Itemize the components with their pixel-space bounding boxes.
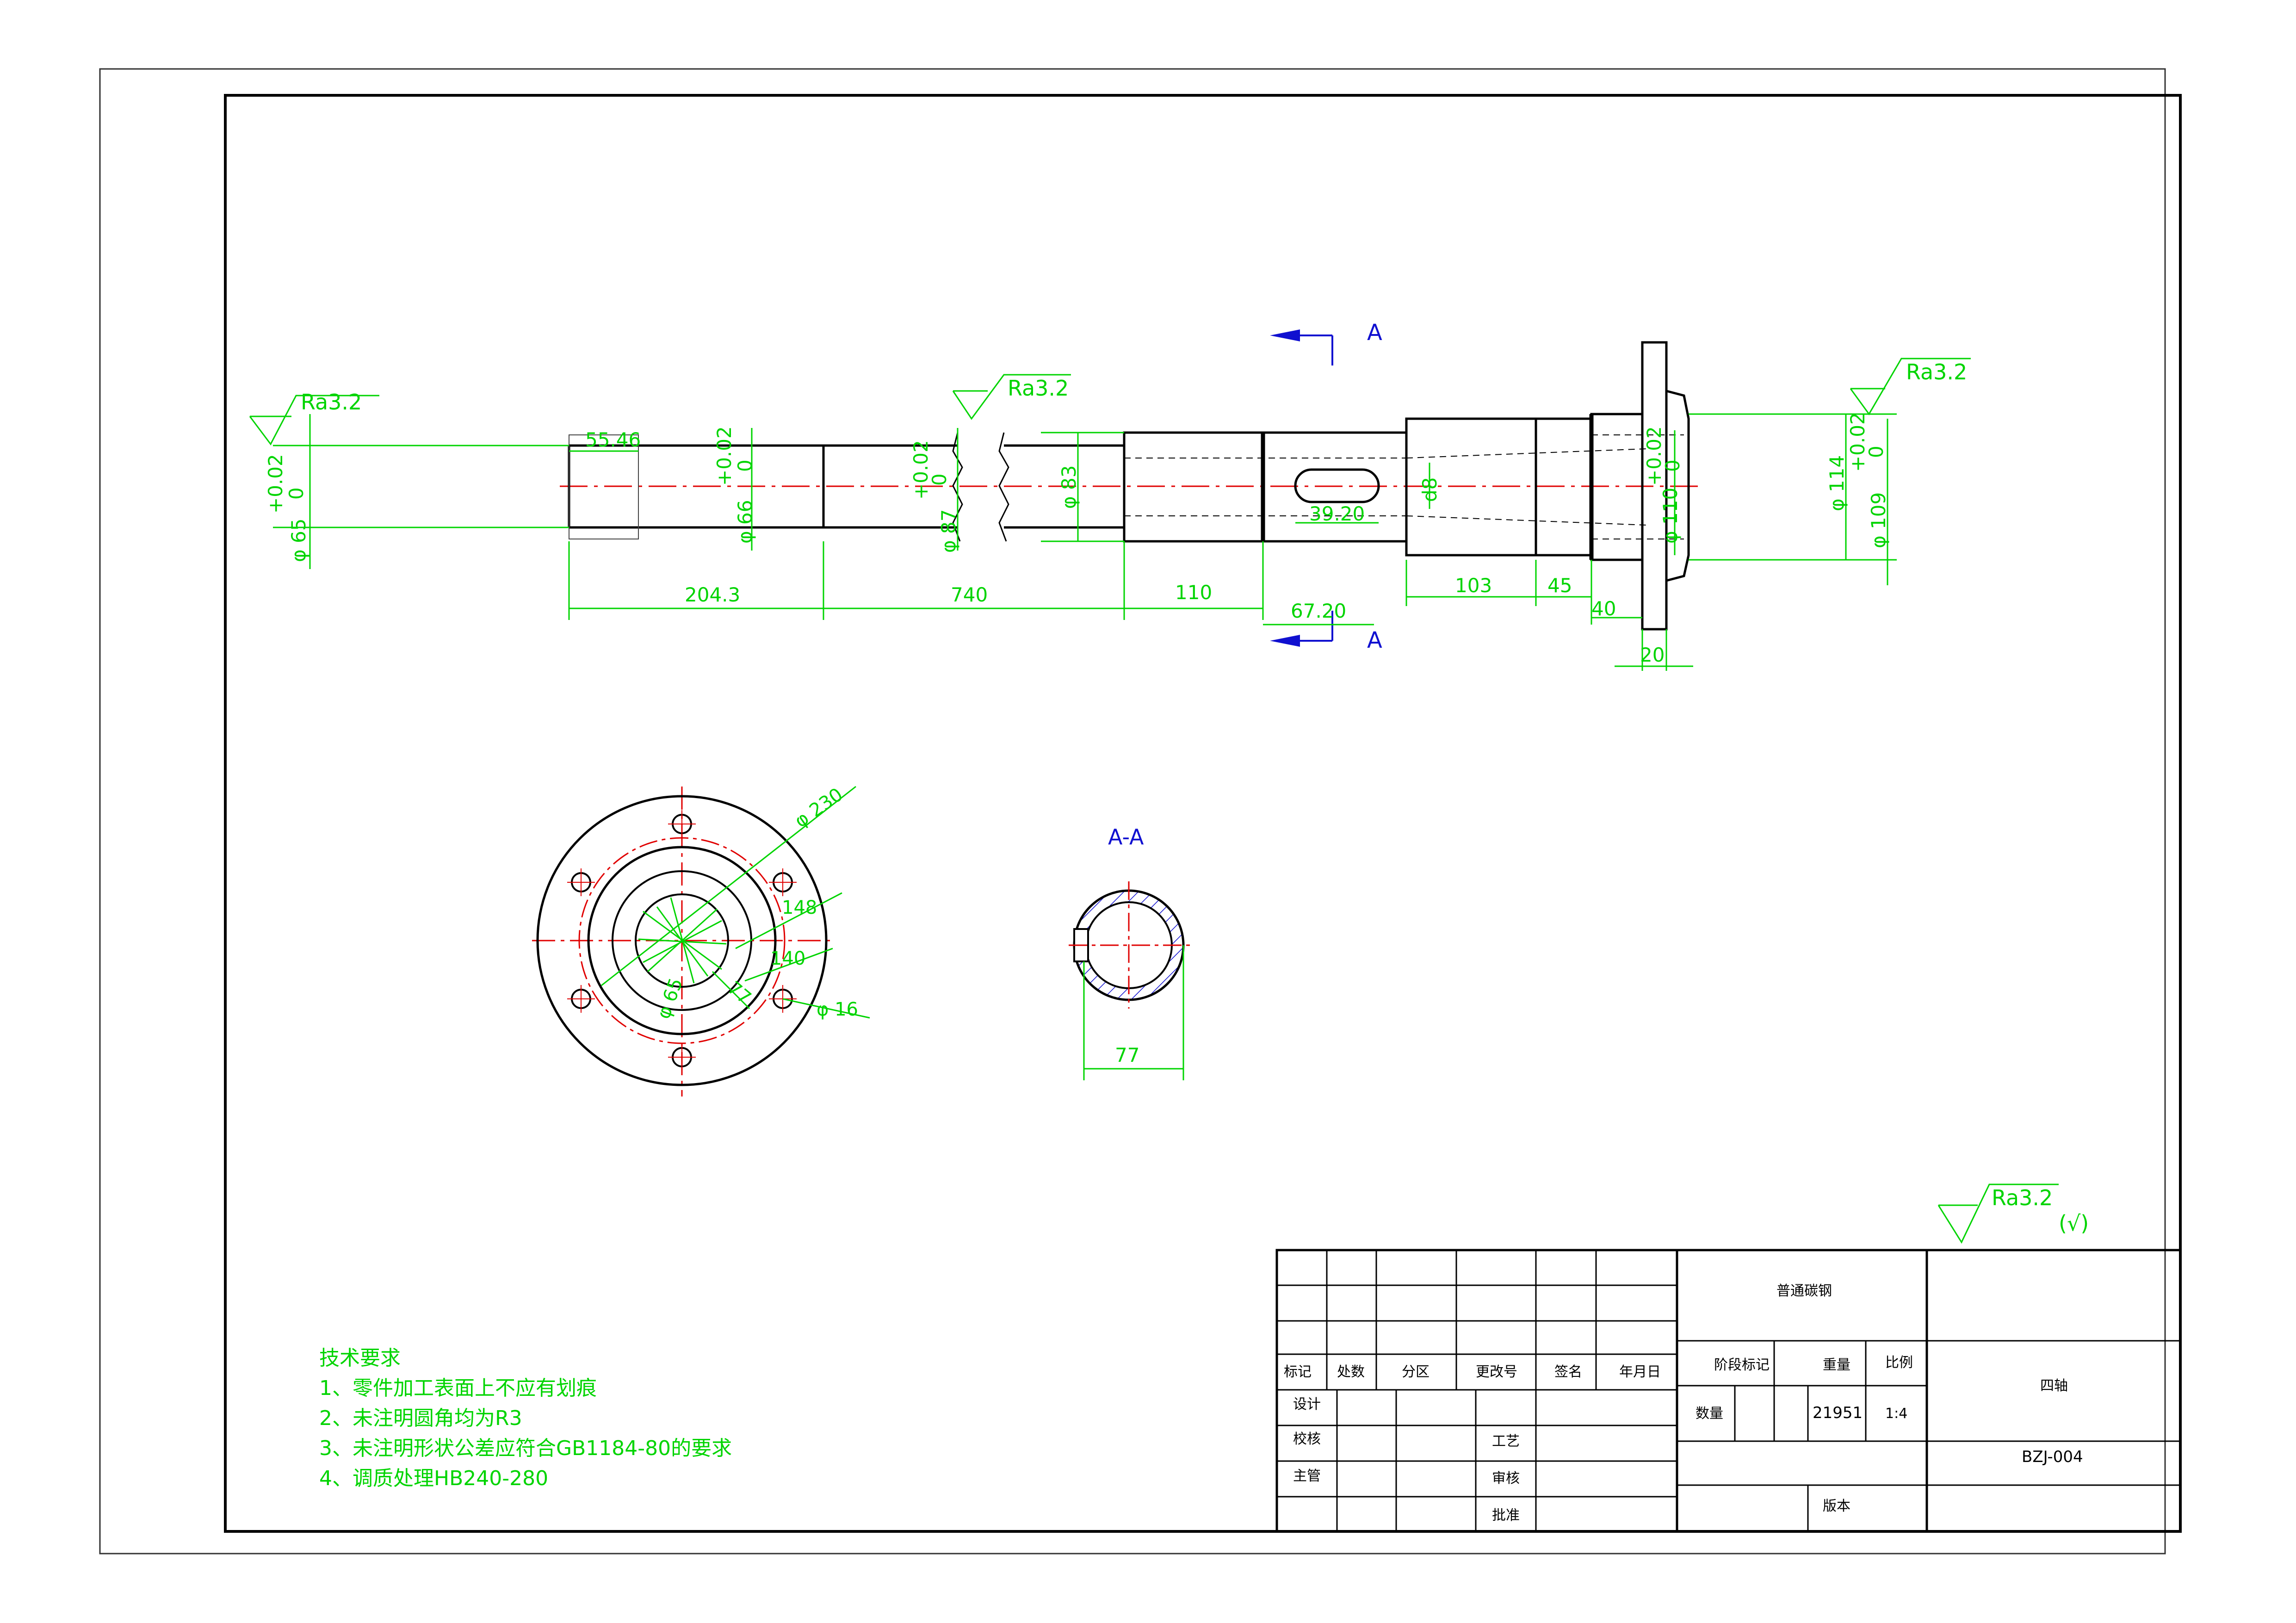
dim-diameter-83: φ 83 xyxy=(1058,465,1080,509)
title-stage-mark: 阶段标记 xyxy=(1714,1357,1770,1373)
dim-length-39-20: 39.20 xyxy=(1309,502,1365,525)
title-version-label: 版本 xyxy=(1823,1498,1850,1514)
dim-length-45: 45 xyxy=(1547,574,1572,597)
roughness-label-general: Ra3.2 xyxy=(1992,1185,2053,1210)
end-view: φ 230 148 140 77 φ 65 φ 16 xyxy=(532,784,870,1096)
tech-requirement-2: 2、未注明圆角均为R3 xyxy=(319,1406,522,1430)
title-header-change-no: 更改号 xyxy=(1476,1364,1517,1380)
dim-diameter-65: φ 65 xyxy=(287,519,310,563)
section-view-title: A-A xyxy=(1108,824,1144,849)
section-cut-marks: A A xyxy=(1270,320,1382,653)
roughness-label-right: Ra3.2 xyxy=(1906,359,1967,384)
tolerance-upper-110: +0.02 xyxy=(1643,426,1665,486)
title-header-mark: 标记 xyxy=(1284,1364,1312,1380)
section-letter-bottom: A xyxy=(1367,627,1382,653)
tolerance-lower-87: 0 xyxy=(928,473,951,486)
tolerance-upper-114: +0.02 xyxy=(1846,412,1869,472)
tolerance-lower-66: 0 xyxy=(734,459,756,472)
title-part-name: 四轴 xyxy=(2040,1378,2068,1394)
tech-requirement-3: 3、未注明形状公差应符合GB1184-80的要求 xyxy=(319,1437,732,1460)
title-drawing-number: BZJ-004 xyxy=(2022,1448,2083,1466)
roughness-general-mark: (√) xyxy=(2059,1211,2089,1236)
title-header-date: 年月日 xyxy=(1619,1364,1661,1380)
dim-length-55-46: 55.46 xyxy=(585,428,641,451)
title-header-zone: 分区 xyxy=(1402,1364,1430,1380)
tech-requirement-4: 4、调质处理HB240-280 xyxy=(319,1467,548,1490)
dim-bolt-circle-148: 148 xyxy=(782,897,817,918)
dim-length-103: 103 xyxy=(1455,574,1492,597)
dim-flange-diameter-230: φ 230 xyxy=(791,784,847,832)
outer-border xyxy=(99,68,2166,1555)
tech-requirements-title: 技术要求 xyxy=(319,1346,401,1370)
dim-length-740: 740 xyxy=(951,583,988,606)
title-scale-label: 比例 xyxy=(1885,1355,1913,1371)
dim-diameter-66: φ 66 xyxy=(734,500,756,544)
tech-requirement-1: 1、零件加工表面上不应有划痕 xyxy=(319,1376,597,1400)
title-role-check: 校核 xyxy=(1293,1431,1321,1447)
title-material: 普通碳钢 xyxy=(1776,1283,1832,1299)
dim-length-20: 20 xyxy=(1640,644,1665,666)
dim-key-width: d8 xyxy=(1418,477,1441,502)
dim-length-40: 40 xyxy=(1591,597,1616,620)
main-view: A A xyxy=(249,320,2089,1244)
title-role-process: 工艺 xyxy=(1492,1433,1520,1450)
tech-requirements: 技术要求 1、零件加工表面上不应有划痕 2、未注明圆角均为R3 3、未注明形状公… xyxy=(319,1346,732,1490)
title-block xyxy=(1275,1249,2182,1533)
title-role-supervisor: 主管 xyxy=(1293,1468,1321,1484)
title-scale-value: 1:4 xyxy=(1885,1406,1907,1422)
roughness-label-left: Ra3.2 xyxy=(301,390,362,415)
tolerance-lower-65: 0 xyxy=(285,487,308,500)
dim-length-110: 110 xyxy=(1175,581,1212,604)
title-role-review: 审核 xyxy=(1492,1470,1520,1487)
tolerance-upper-87: +0.02 xyxy=(910,440,932,500)
title-role-approve: 批准 xyxy=(1492,1507,1520,1524)
dim-length-67-20: 67.20 xyxy=(1291,600,1346,622)
shaft-outline xyxy=(568,341,1690,631)
tolerance-upper-65: +0.02 xyxy=(264,454,287,514)
dim-hub-140: 140 xyxy=(770,948,805,969)
dim-diameter-109: φ 109 xyxy=(1867,492,1890,548)
tolerance-upper-66: +0.02 xyxy=(713,426,736,486)
title-quantity-label: 数量 xyxy=(1696,1406,1723,1422)
title-header-signature: 签名 xyxy=(1554,1364,1582,1380)
dim-diameter-87: φ 87 xyxy=(937,509,960,553)
tolerance-lower-114: 0 xyxy=(1865,446,1888,458)
roughness-label-mid: Ra3.2 xyxy=(1008,376,1069,401)
dim-section-77: 77 xyxy=(1115,1044,1139,1066)
dim-hole-diameter-16: φ 16 xyxy=(817,999,858,1020)
title-header-count: 处数 xyxy=(1337,1364,1365,1380)
drawing-frame xyxy=(224,94,2182,1533)
dim-diameter-110: φ 110 xyxy=(1659,488,1682,544)
section-view: A-A 77 xyxy=(1069,824,1191,1080)
dim-length-204-3: 204.3 xyxy=(685,583,740,606)
section-letter-top: A xyxy=(1367,320,1382,346)
title-role-design: 设计 xyxy=(1293,1396,1321,1412)
title-weight-value: 21951 xyxy=(1813,1404,1863,1422)
tolerance-lower-110: 0 xyxy=(1661,459,1684,472)
dim-diameter-114: φ 114 xyxy=(1826,455,1848,511)
title-weight-label: 重量 xyxy=(1823,1357,1850,1373)
